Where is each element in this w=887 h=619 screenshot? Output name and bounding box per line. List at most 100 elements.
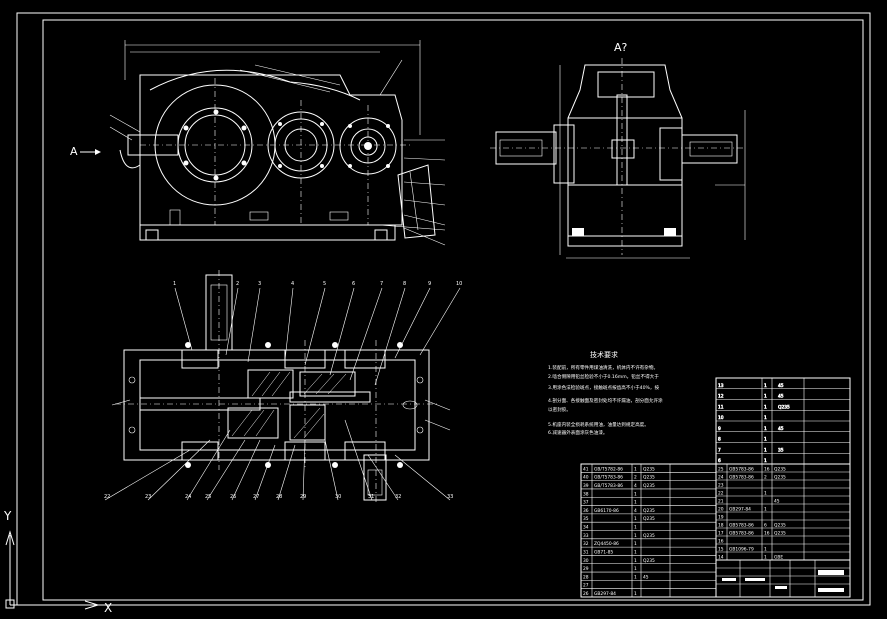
bom-left-mat: Q235 <box>643 533 655 539</box>
bom-left-qty: 1 <box>634 500 637 506</box>
bom-upper-mat: 45 <box>778 394 784 400</box>
bom-upper-qty: 1 <box>764 394 767 400</box>
technical-requirements: 技术要求 1.装配前，所有零件用煤油清洗，机体内不许有杂物。 2.啮合侧隙用铅丝… <box>548 350 663 436</box>
bom-left-no: 39 <box>583 483 589 489</box>
bom-left-mat: Q235 <box>643 558 655 564</box>
ucs-icon: Y X <box>3 509 112 615</box>
bom-right-code: GB5783-86 <box>729 475 754 481</box>
bom-upper-no: 13 <box>718 383 724 389</box>
bom-left-mat: Q235 <box>643 466 655 472</box>
balloon-5: 5 <box>323 281 326 287</box>
tech-req-line-1: 1.装配前，所有零件用煤油清洗，机体内不许有杂物。 <box>548 364 658 371</box>
balloon-8: 8 <box>403 281 406 287</box>
balloons-top: 1 2 3 4 5 6 7 8 9 10 <box>173 281 462 287</box>
bom-right-no: 22 <box>718 491 724 497</box>
bom-upper-no: 11 <box>718 404 724 410</box>
tech-req-line-7: 6.减速器外表面涂灰色油漆。 <box>548 429 608 436</box>
front-view <box>109 40 446 246</box>
tech-req-line-2: 2.啮合侧隙用铅丝检验不小于0.16mm，铅丝不得大于 <box>548 373 659 380</box>
bom-left-mat: Q235 <box>643 483 655 489</box>
bom-right-qty: 6 <box>764 523 767 529</box>
bom-upper-qty: 1 <box>764 404 767 410</box>
bom-right-no: 16 <box>718 539 724 545</box>
ucs-x-label: X <box>104 601 112 615</box>
bom-left-no: 31 <box>583 549 589 555</box>
balloon-4: 4 <box>291 281 294 287</box>
balloon-9: 9 <box>428 281 431 287</box>
bom-left-no: 35 <box>583 516 589 522</box>
bom-left-no: 37 <box>583 500 589 506</box>
bom-right-mat: Q235 <box>774 467 786 473</box>
bom-upper-no: 9 <box>718 426 721 432</box>
balloon-10: 10 <box>456 281 462 287</box>
bom-right-no: 17 <box>718 531 724 537</box>
bom-upper-no: 7 <box>718 447 721 453</box>
balloon-2: 2 <box>236 281 239 287</box>
balloons-bottom: 22 23 24 25 26 27 28 29 30 31 32 33 <box>104 494 453 500</box>
bom-right-no: 25 <box>718 467 724 473</box>
arrow-a-label: A <box>70 145 78 158</box>
bom-left-no: 33 <box>583 533 589 539</box>
bom-left-code: GB6170-86 <box>594 508 619 514</box>
tech-req-line-3: 3.用涂色法检验斑点，接触斑点按齿高不小于40%，按 <box>548 384 659 391</box>
bom-upper-qty: 1 <box>764 426 767 432</box>
bom-right-qty: 2 <box>764 475 767 481</box>
bom-right-code: GB5783-86 <box>729 467 754 473</box>
bom-left-code: ZQ4450-86 <box>594 541 619 547</box>
bom-left-qty: 1 <box>634 525 637 531</box>
bom-left-no: 32 <box>583 541 589 547</box>
bom-right-code: GB5783-86 <box>729 523 754 529</box>
tech-req-title: 技术要求 <box>590 350 618 359</box>
bom-left-qty: 1 <box>634 574 637 580</box>
bom-left-mat: Q235 <box>643 516 655 522</box>
tech-req-line-5: 以密封胶。 <box>548 406 571 413</box>
bom-left-qty: 1 <box>634 558 637 564</box>
balloon-1: 1 <box>173 281 176 287</box>
section-arrow-a: A <box>70 145 101 158</box>
bom-right-no: 15 <box>718 547 724 553</box>
bom-right-mat: Q235 <box>774 523 786 529</box>
bom-upper-qty: 1 <box>764 437 767 443</box>
bom-upper-qty: 1 <box>764 383 767 389</box>
balloon-7: 7 <box>380 281 383 287</box>
bom-upper-qty: 1 <box>764 447 767 453</box>
bom-left-qty: 4 <box>634 508 637 514</box>
bom-left-code: GB71-85 <box>594 549 613 555</box>
bom-upper-no: 6 <box>718 458 721 464</box>
bom-upper-no: 10 <box>718 415 724 421</box>
balloon-33: 33 <box>447 494 453 500</box>
bom-right-no: 21 <box>718 499 724 505</box>
bom-right-code: GB297-84 <box>729 507 751 513</box>
bom-left-qty: 1 <box>634 516 637 522</box>
bom-left-no: 30 <box>583 558 589 564</box>
bom-left-no: 40 <box>583 475 589 481</box>
bom-upper-mat: 45 <box>778 383 784 389</box>
bom-left-no: 36 <box>583 508 589 514</box>
bom-right-code: GB5783-86 <box>729 531 754 537</box>
bom-right-qty: 1 <box>764 547 767 553</box>
drawing-frame <box>16 12 871 606</box>
bom-upper-qty: 1 <box>764 415 767 421</box>
bom-right-mat: GBE <box>774 555 783 561</box>
bom-left-no: 28 <box>583 574 589 580</box>
balloon-23: 23 <box>145 494 151 500</box>
bom-upper-mat: Q235 <box>778 404 790 410</box>
tech-req-line-6: 5.机座内装全损耗系统用油，油量达到规定高度。 <box>548 421 649 428</box>
bom-right-qty: 1 <box>764 491 767 497</box>
bom-left-no: 29 <box>583 566 589 572</box>
bom-upper-no: 12 <box>718 394 724 400</box>
balloon-6: 6 <box>352 281 355 287</box>
bom-left-mat: Q235 <box>643 508 655 514</box>
bom-right-no: 23 <box>718 483 724 489</box>
balloon-31: 31 <box>368 494 374 500</box>
bom-upper-qty: 1 <box>764 458 767 464</box>
tech-req-line-4: 4.剖分面、各接触面及密封处均不许漏油，剖分面允许涂 <box>548 397 663 404</box>
bom-upper-mat: 45 <box>778 426 784 432</box>
bom-right-no: 19 <box>718 515 724 521</box>
bom-right-qty: 16 <box>764 467 770 473</box>
bom-left-no: 26 <box>583 591 589 597</box>
plan-view <box>104 270 461 505</box>
bom-upper-mat: 35 <box>778 447 784 453</box>
